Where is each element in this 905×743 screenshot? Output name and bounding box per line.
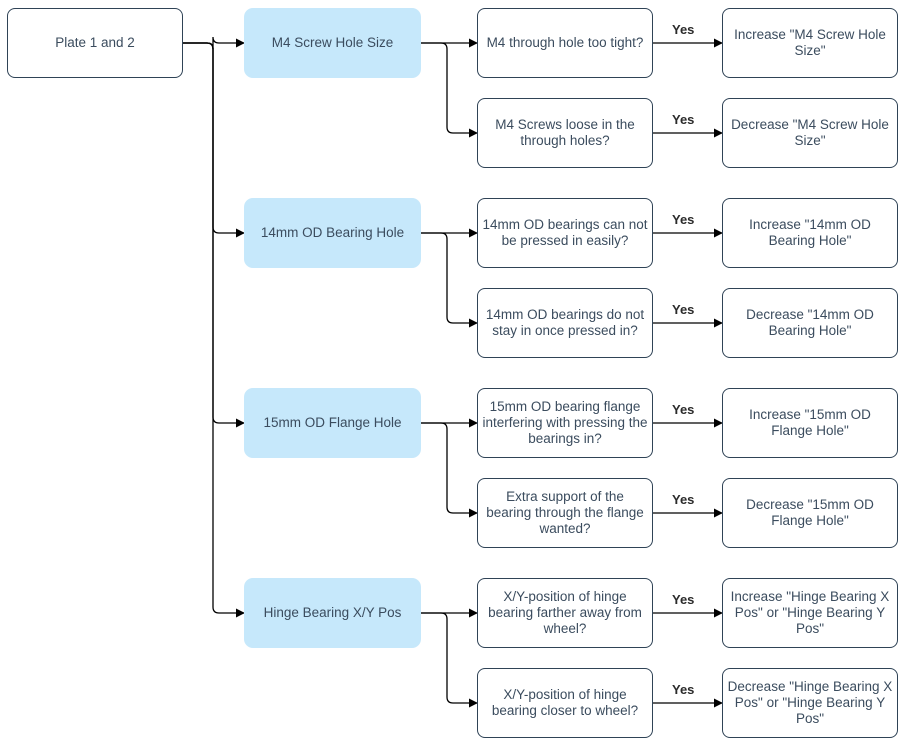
yes-label: Yes [672,302,695,317]
action-node: Decrease "M4 Screw Hole Size" [722,98,898,168]
action-node: Decrease "14mm OD Bearing Hole" [722,288,898,358]
yes-label: Yes [672,592,695,607]
question-node: X/Y-position of hinge bearing closer to … [477,668,653,738]
action-node: Decrease "Hinge Bearing X Pos" or "Hinge… [722,668,898,738]
parameter-node: 15mm OD Flange Hole [244,388,421,458]
parameter-to-question-connector [421,232,478,328]
parameter-to-question-connector [421,422,478,518]
parameter-node: 14mm OD Bearing Hole [244,198,421,268]
action-node: Decrease "15mm OD Flange Hole" [722,478,898,548]
parameter-to-question-connector [421,42,478,138]
yes-label: Yes [672,22,695,37]
question-node: 15mm OD bearing flange interfering with … [477,388,653,458]
question-node: M4 Screws loose in the through holes? [477,98,653,168]
yes-label: Yes [672,402,695,417]
action-node: Increase "14mm OD Bearing Hole" [722,198,898,268]
parameter-to-question-connector [421,612,478,708]
root-node: Plate 1 and 2 [7,8,183,78]
action-node: Increase "Hinge Bearing X Pos" or "Hinge… [722,578,898,648]
question-node: 14mm OD bearings do not stay in once pre… [477,288,653,358]
question-node: X/Y-position of hinge bearing farther aw… [477,578,653,648]
parameter-node: M4 Screw Hole Size [244,8,421,78]
yes-label: Yes [672,112,695,127]
question-node: M4 through hole too tight? [477,8,653,78]
question-node: 14mm OD bearings can not be pressed in e… [477,198,653,268]
parameter-node: Hinge Bearing X/Y Pos [244,578,421,648]
action-node: Increase "M4 Screw Hole Size" [722,8,898,78]
action-node: Increase "15mm OD Flange Hole" [722,388,898,458]
root-to-parameter-connector [183,42,245,618]
yes-label: Yes [672,212,695,227]
question-node: Extra support of the bearing through the… [477,478,653,548]
yes-label: Yes [672,682,695,697]
yes-label: Yes [672,492,695,507]
